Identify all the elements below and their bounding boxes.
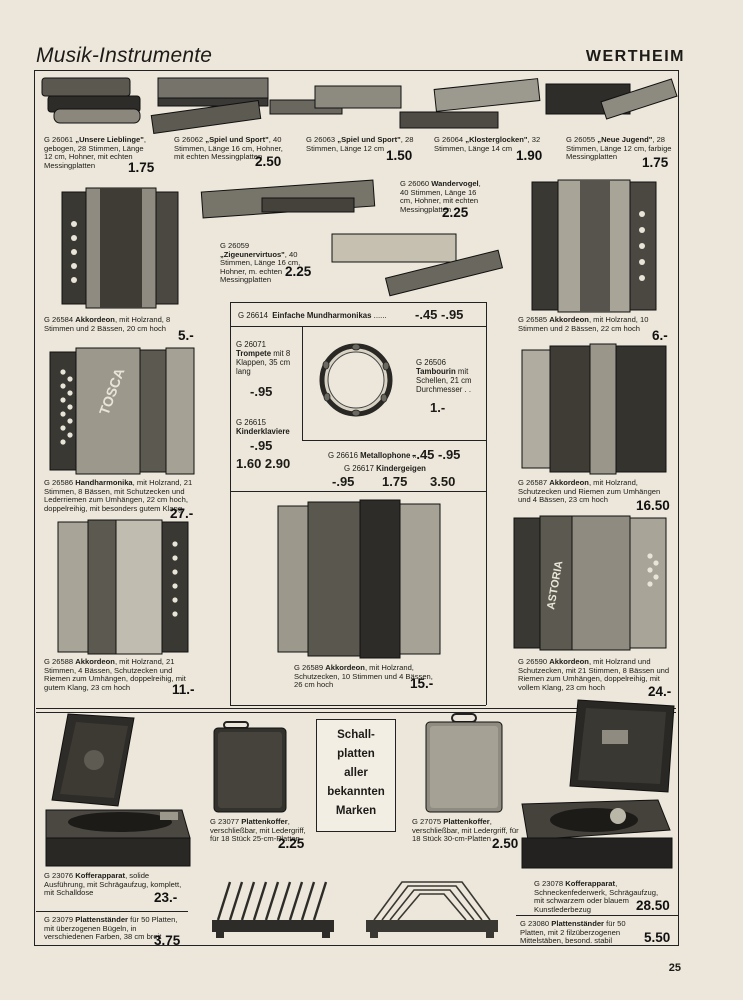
box-left-line: [230, 302, 231, 705]
price-26584: 5.-: [178, 328, 194, 343]
caption-26590: G 26590 Akkordeon, mit Holzrand und Schu…: [518, 657, 670, 692]
caption-26589: G 26589 Akkordeon, mit Holzrand, Schutze…: [294, 663, 433, 690]
metallophone-row: G 26616 Metallophone ...: [328, 451, 420, 460]
kinderklaviere-price-2: 1.60 2.90: [236, 456, 291, 471]
accordion-26590-image: ASTORIA: [513, 515, 667, 651]
caption-23078: G 23078 Kofferapparat, Schneckenfederwer…: [534, 879, 659, 914]
kindergeigen-price-2: 1.75: [382, 474, 408, 489]
accordion-26584-image: [61, 187, 179, 309]
box-line-4: [230, 491, 486, 492]
trompete-price: -.95: [250, 384, 273, 399]
price-26064: 1.90: [516, 148, 543, 163]
bottom-left-sep: [36, 911, 188, 912]
caption-23079: G 23079 Plattenständer für 50 Platten, m…: [44, 915, 178, 942]
content-frame: [34, 70, 679, 946]
accordion-26587-image: [521, 343, 667, 475]
price-26063: 1.50: [386, 148, 413, 163]
accordion-26589-image: [277, 499, 441, 659]
box-bottom-line: [230, 705, 486, 706]
mundharmonikas-prices: -.45 -.95: [415, 307, 464, 322]
price-23079: 3.75: [154, 933, 181, 948]
caption-26061: G 26061 „Unsere Lieblinge", gebogen, 28 …: [44, 135, 146, 170]
price-26587: 16.50: [636, 498, 670, 513]
records-box: Schall- platten aller bekannten Marken: [316, 719, 396, 832]
mundharmonikas-row: G 26614 Einfache Mundharmonikas ......: [238, 311, 387, 320]
caption-23077: G 23077 Plattenkoffer, verschließbar, mi…: [210, 817, 306, 844]
caption-26587: G 26587 Akkordeon, mit Holzrand, Schutze…: [518, 478, 661, 505]
accordion-26588-image: [57, 519, 189, 655]
price-26060: 2.25: [442, 205, 469, 220]
price-26588: 11.-: [172, 682, 195, 697]
caption-27075: G 27075 Plattenkoffer, verschließbar, mi…: [412, 817, 519, 844]
kinderklaviere-price-1: -.95: [250, 438, 273, 453]
price-26585: 6.-: [652, 328, 668, 343]
price-26590: 24.-: [648, 684, 672, 699]
price-26059: 2.25: [285, 264, 312, 279]
price-26062: 2.50: [255, 154, 282, 169]
bottom-section-line: [36, 708, 676, 709]
page-title: Musik-Instrumente: [36, 44, 213, 67]
price-26589: 15.-: [410, 676, 434, 691]
price-26586: 27.-: [170, 506, 194, 521]
bottom-right-sep: [516, 915, 678, 916]
caption-26586: G 26586 Handharmonika, mit Holzrand, 21 …: [44, 478, 193, 513]
record-stand-23080-image: [366, 881, 498, 938]
price-26055: 1.75: [642, 155, 669, 170]
tambourin-image: [319, 343, 393, 417]
page-number: 25: [668, 962, 681, 974]
record-case-27075-image: [425, 713, 503, 813]
brand-name: WERTHEIM: [585, 48, 685, 65]
caption-26062: G 26062 „Spiel und Sport", 40 Stimmen, L…: [174, 135, 283, 162]
box-line-2: [230, 326, 486, 327]
kindergeigen-price-1: -.95: [332, 474, 355, 489]
gramophone-23078-image: [521, 699, 675, 869]
bottom-section-line-2: [36, 712, 676, 713]
price-23078: 28.50: [636, 898, 670, 913]
caption-26059: G 26059 „Zigeunervirtuos", 40 Stimmen, L…: [220, 241, 301, 285]
caption-26055: G 26055 „Neue Jugend", 28 Stimmen, Länge…: [566, 135, 672, 162]
box-mid-line: [302, 326, 303, 440]
caption-26063: G 26063 „Spiel und Sport", 28 Stimmen, L…: [306, 135, 414, 153]
caption-23080: G 23080 Plattenständer für 50 Platten, m…: [520, 919, 626, 946]
caption-26585: G 26585 Akkordeon, mit Holzrand, 10 Stim…: [518, 315, 649, 333]
box-top-line: [230, 302, 486, 303]
box-line-3: [302, 440, 486, 441]
price-23077: 2.25: [278, 836, 305, 851]
harmonica-illustrations: [41, 77, 678, 297]
tambourin-price: 1.-: [430, 400, 446, 415]
kindergeigen-row: G 26617 Kindergeigen: [344, 464, 426, 473]
caption-26060: G 26060 Wandervogel, 40 Stimmen, Länge 1…: [400, 179, 481, 214]
caption-26588: G 26588 Akkordeon, mit Holzrand, 21 Stim…: [44, 657, 186, 692]
box-right-line: [486, 302, 487, 705]
caption-26584: G 26584 Akkordeon, mit Holzrand, 8 Stimm…: [44, 315, 171, 333]
price-23076: 23.-: [154, 890, 178, 905]
metallophone-prices: -.45 -.95: [412, 447, 461, 462]
price-27075: 2.50: [492, 836, 519, 851]
gramophone-23076-image: [45, 713, 191, 867]
price-26061: 1.75: [128, 160, 155, 175]
kindergeigen-price-3: 3.50: [430, 474, 456, 489]
record-stand-23079-image: [212, 881, 334, 938]
caption-26064: G 26064 „Klosterglocken", 32 Stimmen, Lä…: [434, 135, 541, 153]
price-23080: 5.50: [644, 930, 671, 945]
accordion-26585-image: [531, 179, 657, 313]
accordion-26586-image: TOSCA: [49, 347, 195, 475]
caption-23076: G 23076 Kofferapparat, solide Ausführung…: [44, 871, 182, 898]
record-case-23077-image: [213, 721, 287, 813]
